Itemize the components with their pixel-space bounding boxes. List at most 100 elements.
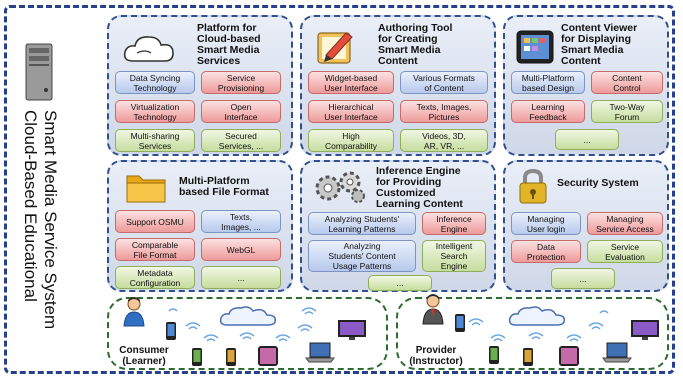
wifi-signals-icon <box>168 307 317 342</box>
box-line: Open <box>230 101 252 112</box>
laptop-icon <box>602 342 632 363</box>
box-viewer-more: ... <box>555 129 619 150</box>
box-line: Learning Patterns <box>328 223 396 234</box>
box-line: Multi-sharing <box>130 130 180 141</box>
box-line: Videos, 3D, <box>422 130 466 141</box>
box-line: ... <box>237 272 245 283</box>
box-line: Virtualization <box>130 101 180 112</box>
title-line: Inference Engine <box>376 165 461 177</box>
title-line: Cloud-based <box>197 33 261 45</box>
consumer-label-line1: Consumer <box>119 345 169 356</box>
box-line: Intelligent <box>435 241 473 251</box>
box-support-osmu: Support OSMU <box>115 210 195 233</box>
box-line: Services <box>138 140 172 151</box>
box-line: Inference <box>436 213 472 224</box>
box-line: Managing <box>527 213 565 224</box>
box-line: Widget-based <box>324 72 378 83</box>
cloud-icon <box>508 306 566 326</box>
cloud-icon <box>123 36 174 62</box>
box-line: Forum <box>614 111 640 122</box>
smart-tv-icon <box>338 320 366 340</box>
title-line: for Displaying <box>561 33 632 45</box>
box-line: Images, ... <box>221 221 261 232</box>
panel-platform-title: Platform for Cloud-based Smart Media Ser… <box>197 23 261 67</box>
box-line: Feedback <box>529 111 567 122</box>
box-line: File Format <box>133 249 177 260</box>
instructor-avatar-icon <box>422 294 444 325</box>
box-videos-3d: Videos, 3D,AR, VR, ... <box>400 129 488 152</box>
box-line: Texts, <box>229 211 253 222</box>
title-line: based File Format <box>179 186 269 198</box>
system-boundary <box>4 5 675 374</box>
box-line: Service Access <box>596 223 654 234</box>
box-line: Control <box>613 82 641 93</box>
smart-tv-icon <box>631 320 659 340</box>
box-line: Metadata <box>137 267 173 278</box>
panel-file-format-title: Multi-Platform based File Format <box>179 176 269 198</box>
box-line: Protection <box>526 251 566 262</box>
box-line: User Interface <box>324 111 378 122</box>
panel-authoring-title: Authoring Tool for Creating Smart Media … <box>378 23 452 67</box>
box-line: Configuration <box>129 277 181 288</box>
box-line: User Interface <box>324 82 378 93</box>
box-inference-more: ... <box>368 275 432 291</box>
panel-viewer-title: Content Viewer for Displaying Smart Medi… <box>561 23 637 67</box>
pen-tablet-icon <box>317 32 353 64</box>
panel-viewer: Content Viewer for Displaying Smart Medi… <box>503 15 669 156</box>
provider-zone: Provider (Instructor) <box>396 294 669 370</box>
box-line: AR, VR, ... <box>423 140 465 151</box>
title-line: for Providing <box>376 176 442 188</box>
box-line: Students' Content <box>328 251 396 261</box>
box-line: Learning <box>531 101 565 112</box>
panel-file-format: Multi-Platform based File Format Support… <box>107 160 293 292</box>
provider-label: Provider (Instructor) <box>400 345 472 367</box>
smartphone-icon <box>523 348 533 366</box>
box-line: Evaluation <box>605 251 645 262</box>
title-line: Customized <box>376 187 436 199</box>
title-line: for Creating <box>378 33 438 45</box>
box-line: Search <box>440 251 468 261</box>
panel-security-title: Security System <box>557 178 639 189</box>
title-line: Content <box>378 55 418 67</box>
box-line: Engine <box>440 261 468 271</box>
box-line: Data Syncing <box>129 72 181 83</box>
box-line: Services, ... <box>218 140 264 151</box>
box-line: Content <box>612 72 642 83</box>
box-line: Various Formats <box>413 72 475 83</box>
box-line: Secured <box>225 130 257 141</box>
system-title-line2: Cloud-Based Educational <box>21 110 40 302</box>
box-line: Two-Way <box>609 101 645 112</box>
box-line: Data <box>537 241 555 252</box>
title-line: Content Viewer <box>561 22 638 34</box>
tablet-icon <box>258 346 278 366</box>
box-security-more: ... <box>551 268 615 289</box>
box-line: Service <box>226 72 256 83</box>
smartphone-icon <box>192 348 202 366</box>
title-line: Security System <box>557 177 639 189</box>
consumer-label-line2: (Learner) <box>122 356 166 367</box>
title-line: Content <box>561 55 601 67</box>
smartphone-icon <box>226 348 236 366</box>
consumer-label: Consumer (Learner) <box>113 345 175 367</box>
title-line: Learning Content <box>376 198 463 210</box>
panel-platform: Platform for Cloud-based Smart Media Ser… <box>107 15 293 156</box>
smartphone-icon <box>489 346 499 364</box>
cloud-icon <box>219 306 277 326</box>
tablet-icon <box>516 30 554 64</box>
